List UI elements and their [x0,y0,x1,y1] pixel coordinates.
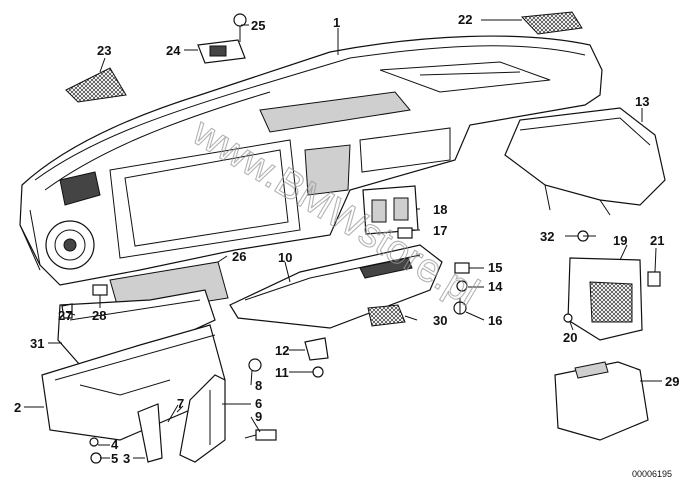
callout-7: 7 [177,396,184,411]
callout-3: 3 [123,451,130,466]
glovebox-lid-part [41,324,226,441]
callout-17: 17 [433,223,447,238]
bracket-part [197,39,246,64]
callout-10: 10 [278,250,292,265]
callout-1: 1 [333,15,340,30]
clip-17-part [397,227,413,239]
callout-11: 11 [275,365,289,380]
callout-4: 4 [111,437,119,452]
callout-9: 9 [255,409,262,424]
callout-24: 24 [166,43,181,58]
callout-21: 21 [650,233,664,248]
callout-6: 6 [255,396,262,411]
screw-part [233,13,247,42]
callout-28: 28 [92,308,106,323]
callout-22: 22 [458,12,472,27]
storage-box-part [554,361,649,441]
rod-7-part [167,404,179,423]
callout-23: 23 [97,43,111,58]
knee-bolster-part [229,244,443,329]
callout-29: 29 [665,374,679,389]
callout-8: 8 [255,378,262,393]
callout-27: 27 [58,308,72,323]
lower-bracket-part [137,403,163,463]
callout-15: 15 [488,260,502,275]
speaker-cover-right-part [520,11,583,35]
clip-28-part [92,284,108,296]
callout-12: 12 [275,343,289,358]
screw-11-part [312,366,324,378]
callout-13: 13 [635,94,649,109]
callout-labels: 1 2 3 4 5 6 7 8 9 10 11 12 13 14 15 16 1… [14,12,679,466]
callout-16: 16 [488,313,502,328]
diagram-reference-number: 00006195 [632,469,672,479]
leader-lines [24,19,662,459]
clip-21-part [647,271,661,287]
screw-32-part [577,230,596,242]
callout-31: 31 [30,336,44,351]
clip-27-part [61,303,73,319]
callout-14: 14 [488,279,503,294]
fastener-16-part [453,298,467,315]
callout-2: 2 [14,400,21,415]
screw-5-part [90,452,102,464]
clip-12-part [304,337,329,361]
screw-20-part [563,313,573,323]
speaker-cover-left-part [65,67,127,103]
dashboard-part [19,35,603,286]
nut-8-part [248,358,262,372]
callout-26: 26 [232,249,246,264]
callout-20: 20 [563,330,577,345]
callout-30: 30 [433,313,447,328]
callout-19: 19 [613,233,627,248]
callout-25: 25 [251,18,265,33]
support-bracket-part [179,374,226,463]
side-panel-part [567,257,643,341]
fastener-14-part [456,280,468,292]
washer-4-part [89,437,99,447]
callout-18: 18 [433,202,447,217]
bolt-9-part [244,429,277,441]
callout-5: 5 [111,451,118,466]
lower-trim-right-part [504,107,666,216]
grille-part [367,304,406,327]
callout-32: 32 [540,229,554,244]
